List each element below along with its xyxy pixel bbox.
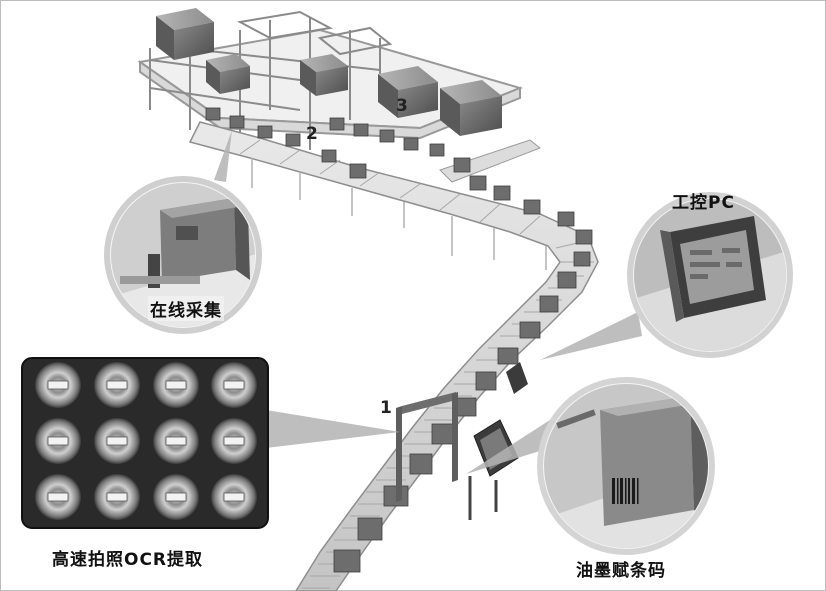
callout-pointers [214,130,642,474]
station-3-number: 3 [396,96,408,116]
storage-cartons [156,8,502,136]
inkjet-callout [537,377,715,555]
ocr-gantry [396,392,458,502]
station-2-number: 2 [306,124,318,144]
inkjet-label: 油墨赋条码 [576,561,666,581]
conveyor-cartons [205,107,593,573]
industrial-pc-callout [627,192,793,358]
online-capture-label: 在线采集 [148,296,224,321]
industrial-pc-label: 工控PC [672,193,735,213]
station-1-number: 1 [380,398,392,418]
ocr-disc-panel [21,357,269,529]
barcode-icon [612,478,639,504]
ocr-label: 高速拍照OCR提取 [52,550,204,570]
